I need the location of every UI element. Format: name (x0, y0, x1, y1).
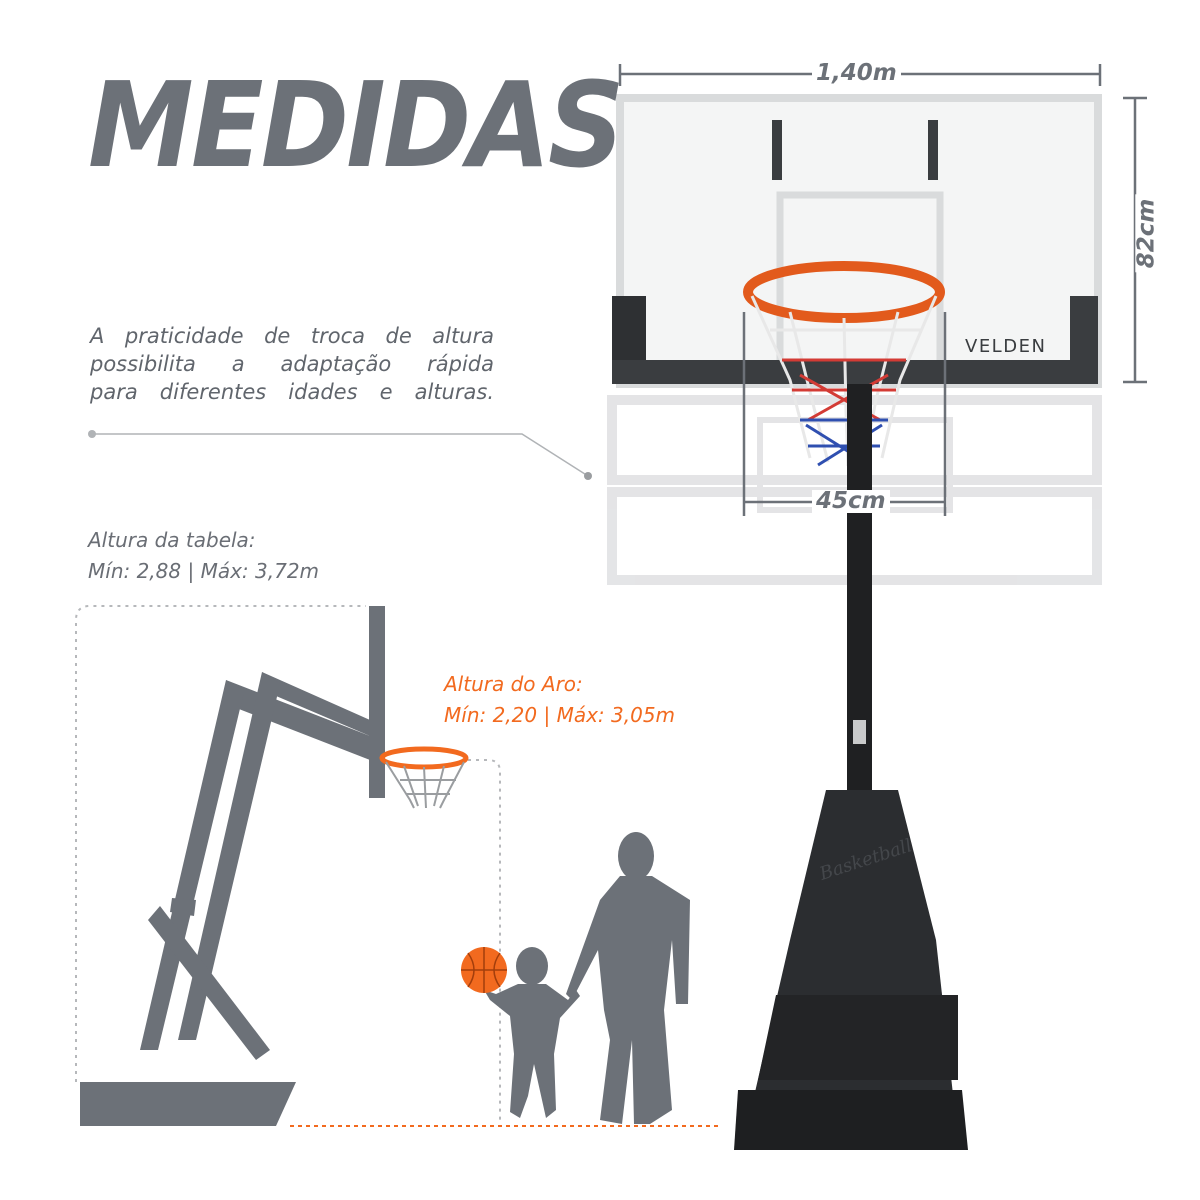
child-silhouette (484, 947, 580, 1118)
height-dimension-line (1123, 96, 1147, 384)
pole-plate (853, 720, 866, 744)
hoop-silhouette (80, 606, 385, 1126)
silhouette-rim (379, 746, 469, 770)
page-title: MEDIDAS (88, 56, 625, 194)
rim-diameter-label: 45cm (812, 490, 890, 513)
pointer-dot-end (584, 472, 592, 480)
backboard-height-label: Altura da tabela: (88, 528, 256, 552)
backboard-height-range: Mín: 2,88 | Máx: 3,72m (88, 559, 320, 583)
width-label: 1,40m (812, 62, 901, 85)
rim-height-label: Altura do Aro: (444, 672, 583, 696)
height-label: 82cm (1133, 194, 1159, 273)
backboard (612, 94, 1102, 388)
brand-logo: VELDEN (965, 336, 1046, 357)
pointer-dot-start (88, 430, 96, 438)
silhouette-net (385, 761, 465, 809)
backboard-height-info: Altura da tabela: Mín: 2,88 | Máx: 3,72m (88, 525, 319, 587)
description-line: A praticidade de troca de altura (90, 324, 494, 348)
description-line: para diferentes idades e alturas. (90, 380, 494, 404)
adult-silhouette (566, 832, 690, 1124)
rim-height-range: Mín: 2,20 | Máx: 3,05m (444, 703, 676, 727)
pointer-line (92, 433, 589, 477)
description-line: possibilita a adaptação rápida (90, 352, 494, 376)
basketball-icon (461, 947, 507, 993)
rim-height-info: Altura do Aro: Mín: 2,20 | Máx: 3,05m (444, 669, 675, 731)
hoop-base (734, 790, 968, 1150)
description: A praticidade de troca de altura possibi… (90, 322, 494, 406)
height-guides (75, 605, 501, 1124)
